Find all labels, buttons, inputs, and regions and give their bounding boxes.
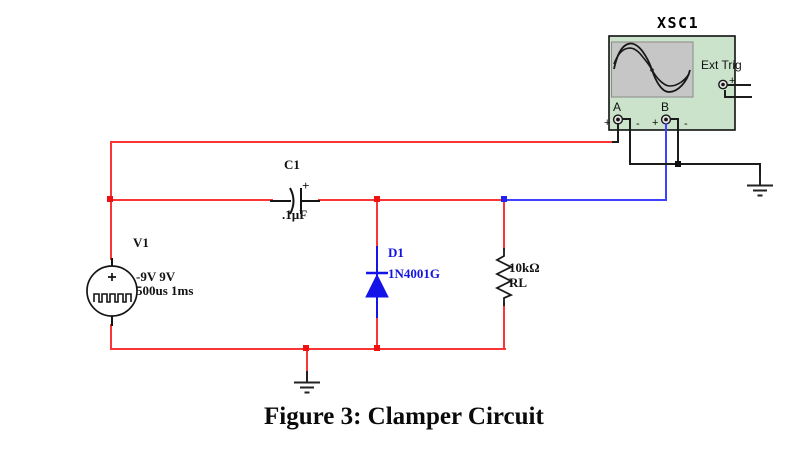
source-v1-icon[interactable] xyxy=(85,256,141,328)
ext-trig-plus-label: + xyxy=(729,75,736,87)
wire-channel-b-neg-drop[interactable] xyxy=(677,118,679,165)
wire-blue-rail[interactable] xyxy=(504,199,666,201)
junction-ground-bottom xyxy=(303,345,309,351)
ground-icon[interactable] xyxy=(292,371,322,397)
junction-scope-ground xyxy=(675,161,681,167)
capacitor-ref-label: C1 xyxy=(284,157,300,172)
capacitor-plus-label: + xyxy=(302,178,310,193)
junction-diode-bottom xyxy=(374,345,380,351)
capacitor-c1-icon[interactable] xyxy=(268,182,322,218)
wire-diode-lower[interactable] xyxy=(376,316,378,350)
source-value-label-2: 500us 1ms xyxy=(136,283,194,298)
oscilloscope-name-label: XSC1 xyxy=(657,14,700,32)
channel-a-label: A xyxy=(613,100,622,114)
ext-trig-label: Ext Trig xyxy=(701,58,742,72)
junction-source-mid xyxy=(107,196,113,202)
wire-ext-trig-stub1[interactable] xyxy=(727,84,751,86)
diode-d1-icon[interactable] xyxy=(364,244,396,320)
capacitor-value-label: .1µF xyxy=(282,207,308,222)
channel-b-label: B xyxy=(661,100,670,114)
figure-caption: Figure 3: Clamper Circuit xyxy=(264,403,544,430)
wire-scope-ground-rail[interactable] xyxy=(629,163,761,165)
junction-resistor-top xyxy=(501,196,507,202)
wire-resistor-lower[interactable] xyxy=(503,302,505,350)
wire-channel-a-neg-horiz[interactable] xyxy=(622,118,631,120)
channel-a-plus-label: + xyxy=(604,117,611,129)
wire-resistor-upper[interactable] xyxy=(503,200,505,250)
resistor-ref-label: RL xyxy=(509,275,528,290)
channel-a-minus-label: - xyxy=(636,118,640,130)
wire-ground-stub[interactable] xyxy=(306,349,308,372)
wire-ext-trig-stub3[interactable] xyxy=(724,96,752,98)
wire-channel-a-neg-drop[interactable] xyxy=(629,118,631,165)
diode-ref-label: D1 xyxy=(388,245,404,260)
diode-value-label: 1N4001G xyxy=(388,266,440,281)
wire-channel-b-drop[interactable] xyxy=(665,123,667,201)
wire-diode-upper[interactable] xyxy=(376,200,378,248)
wire-channel-a-pin[interactable] xyxy=(617,123,619,143)
ground-icon[interactable] xyxy=(745,174,775,200)
wire-mid-rail-right[interactable] xyxy=(318,199,504,201)
resistor-rl-icon[interactable] xyxy=(494,246,518,308)
channel-b-minus-label: - xyxy=(684,118,688,130)
resistor-value-label: 10kΩ xyxy=(509,260,540,275)
oscilloscope-icon[interactable] xyxy=(604,30,754,135)
wire-left-column-lower[interactable] xyxy=(110,324,112,350)
junction-diode-top xyxy=(374,196,380,202)
wire-channel-a-pin-horiz[interactable] xyxy=(612,141,619,143)
wire-mid-rail-left[interactable] xyxy=(110,199,273,201)
source-ref-label: V1 xyxy=(133,235,149,250)
wire-channel-b-neg-horiz[interactable] xyxy=(670,118,679,120)
wire-top-rail[interactable] xyxy=(110,141,613,143)
wire-scope-ground-drop[interactable] xyxy=(759,163,761,176)
wire-ext-trig-stub2[interactable] xyxy=(724,90,726,98)
source-value-label-1: -9V 9V xyxy=(136,269,176,284)
channel-b-plus-label: + xyxy=(652,117,659,129)
